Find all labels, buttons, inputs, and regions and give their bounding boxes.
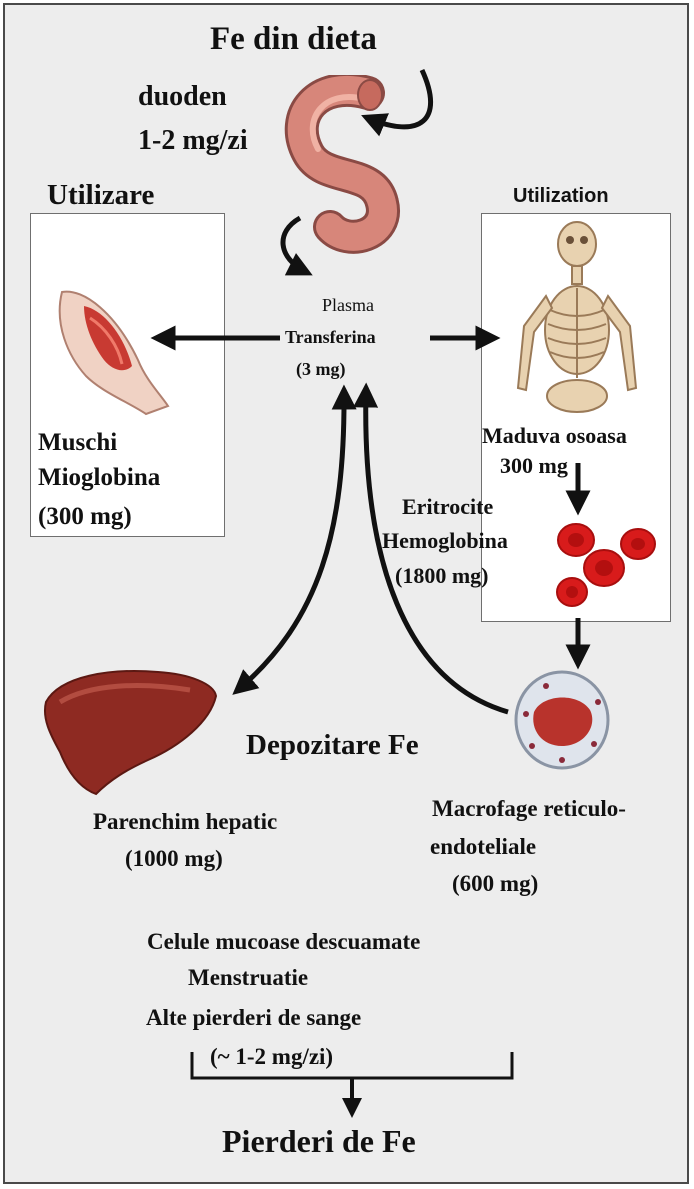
duodenum-icon <box>278 75 408 255</box>
liver-amount: (1000 mg) <box>125 845 223 873</box>
duodenum-label: duoden <box>138 80 227 114</box>
marrow-label: Maduva osoasa <box>482 423 627 449</box>
skeleton-icon <box>512 218 642 423</box>
arm-muscle-icon <box>50 284 170 416</box>
loss-item-menstruation: Menstruatie <box>188 964 308 992</box>
macrophage-label: Macrofage reticulo- <box>432 795 626 823</box>
utilization-heading: Utilization <box>513 184 609 208</box>
myoglobin-label: Mioglobina <box>38 463 160 493</box>
plasma-label: Plasma <box>322 295 374 317</box>
storage-heading: Depozitare Fe <box>246 728 419 763</box>
loss-item-mucosa: Celule mucoase descuamate <box>147 928 420 956</box>
endothelial-label: endoteliale <box>430 833 536 861</box>
marrow-amount: 300 mg <box>500 453 568 479</box>
liver-label: Parenchim hepatic <box>93 808 277 836</box>
utilizare-heading: Utilizare <box>47 178 154 213</box>
transferrin-amount: (3 mg) <box>296 359 345 381</box>
myoglobin-amount: (300 mg) <box>38 502 132 532</box>
hemoglobin-label: Hemoglobina <box>382 528 508 554</box>
arrow-plasma-liver <box>238 392 344 690</box>
loss-item-blood: Alte pierderi de sange <box>146 1004 361 1032</box>
hemoglobin-amount: (1800 mg) <box>395 563 488 589</box>
liver-icon <box>40 662 220 802</box>
transferrin-label: Transferina <box>285 327 376 349</box>
absorption-rate: 1-2 mg/zi <box>138 124 248 158</box>
loss-amount: (~ 1-2 mg/zi) <box>210 1043 333 1071</box>
erythrocytes-label: Eritrocite <box>402 494 493 520</box>
macrophage-amount: (600 mg) <box>452 870 538 898</box>
muscle-label: Muschi <box>38 428 117 458</box>
macrophage-icon <box>512 668 612 772</box>
red-blood-cells-icon <box>552 516 662 616</box>
diet-iron-title: Fe din dieta <box>210 20 377 60</box>
losses-heading: Pierderi de Fe <box>222 1122 416 1160</box>
